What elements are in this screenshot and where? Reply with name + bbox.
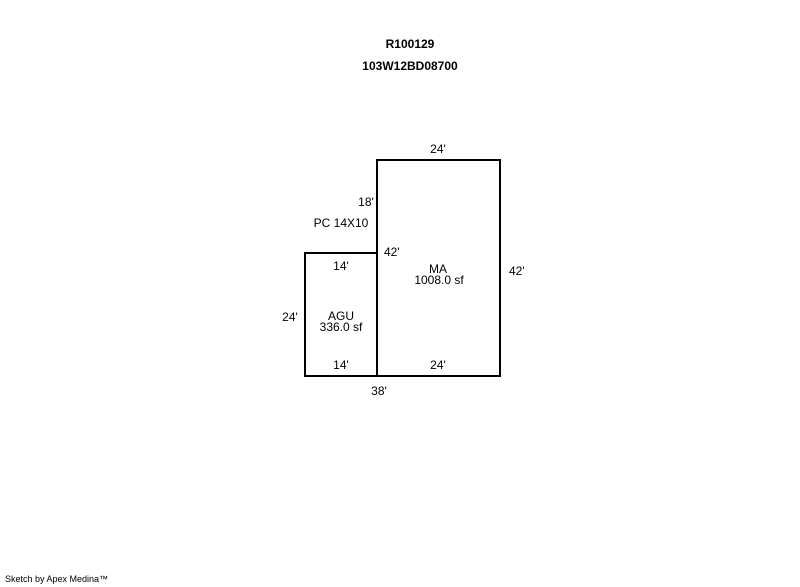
dim-agu-bottom: 14'	[333, 358, 349, 372]
dim-ma-bottom: 24'	[430, 358, 446, 372]
dim-upper-left: 18'	[358, 195, 374, 209]
map-tax-lot: 103W12BD08700	[362, 59, 458, 73]
agu-area-outline	[304, 252, 378, 377]
dim-ma-right: 42'	[509, 264, 525, 278]
sketch-credit: Sketch by Apex Medina™	[5, 574, 109, 584]
ma-label: MA	[429, 262, 447, 276]
account-number: R100129	[385, 37, 435, 51]
dim-ma-top: 24'	[430, 142, 446, 156]
agu-area-value: 336.0 sf	[320, 320, 363, 334]
dim-agu-left: 24'	[282, 310, 298, 324]
dim-ma-left: 42'	[384, 245, 400, 259]
dim-total-bottom: 38'	[371, 384, 387, 398]
dim-agu-top: 14'	[333, 259, 349, 273]
porch-note: PC 14X10	[314, 216, 369, 230]
agu-label: AGU	[328, 309, 354, 323]
ma-area-value: 1008.0 sf	[414, 273, 464, 287]
